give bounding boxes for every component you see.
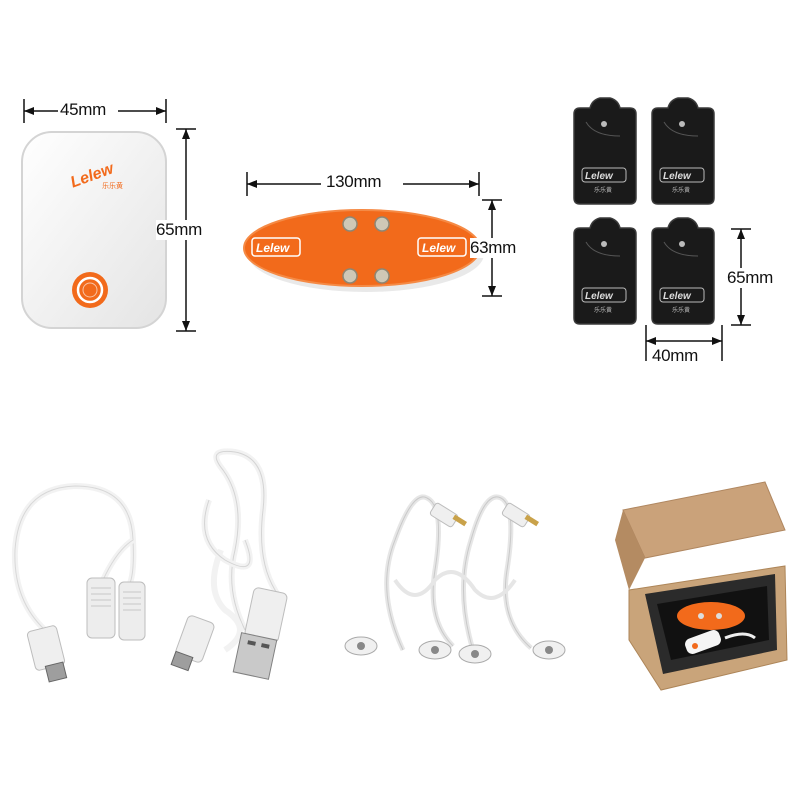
device-width-label: 45mm [60,100,107,119]
tens-device: Lelew 乐乐黄 [21,131,167,329]
device-width-dimension [23,99,167,123]
gift-box [615,481,788,691]
electrode-lead-wires [344,494,566,664]
electrode-height-label: 65mm [727,268,774,288]
device-height-label: 65mm [156,220,203,240]
svg-text:Lelew: Lelew [422,241,456,255]
audio-jack-icon [86,577,146,641]
micro-usb-plug-icon [170,615,215,672]
svg-text:Lelew: Lelew [256,241,290,255]
snap-stud-icon [342,216,390,284]
electrode-width-dimension [645,325,723,361]
audio-jack-icon [429,502,539,528]
electrode-pads: Lelew 乐乐黄 [573,97,715,325]
pad-logo-left-icon: Lelew [251,237,301,257]
pad-width-label: 130mm [326,172,382,191]
pad-height-label: 63mm [470,238,517,258]
pad-width-dimension [246,172,480,196]
micro-usb-plug-icon [26,625,68,683]
butterfly-pad: Lelew Lelew [243,209,484,292]
y-splitter-cable [11,482,146,683]
power-button-icon [72,272,108,308]
usb-charging-cable [170,448,288,680]
svg-text:乐乐黄: 乐乐黄 [102,181,123,190]
usb-a-plug-icon [232,587,288,680]
snap-stud-icon [344,636,566,664]
pad-logo-right-icon: Lelew [417,237,467,257]
electrode-width-label: 40mm [652,346,699,365]
pad-logo-icon [677,602,745,630]
box-lid [622,481,786,559]
